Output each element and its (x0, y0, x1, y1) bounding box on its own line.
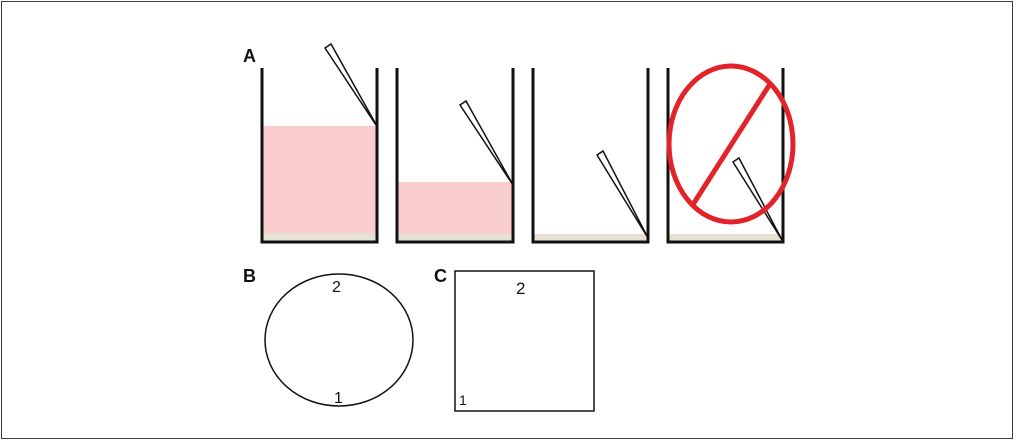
beaker-3 (533, 68, 648, 242)
beaker-1-pipette-tip (325, 44, 378, 128)
panel-b-label: B (243, 266, 256, 286)
beaker-3-sediment (534, 234, 647, 241)
beaker-2 (397, 68, 513, 242)
beaker-1-liquid (263, 126, 376, 233)
panel-a-label: A (243, 46, 256, 66)
beaker-4-sediment (669, 234, 782, 241)
beaker-1-sediment (263, 233, 376, 241)
dish-position-1-label: 1 (334, 390, 343, 407)
beaker-2-liquid (398, 182, 512, 234)
beaker-2-sediment (398, 234, 512, 241)
square-position-2-label: 2 (516, 279, 525, 298)
beaker-2-pipette-tip (460, 101, 513, 185)
square-position-1-label: 1 (459, 392, 467, 408)
panel-c-label: C (434, 266, 447, 286)
dish-position-2-label: 2 (332, 279, 341, 296)
beaker-3-pipette-tip (597, 151, 648, 238)
prohibition-slash (692, 84, 770, 206)
beaker-1 (262, 44, 378, 242)
beaker-3-wall (533, 68, 648, 242)
beaker-4 (668, 66, 793, 242)
